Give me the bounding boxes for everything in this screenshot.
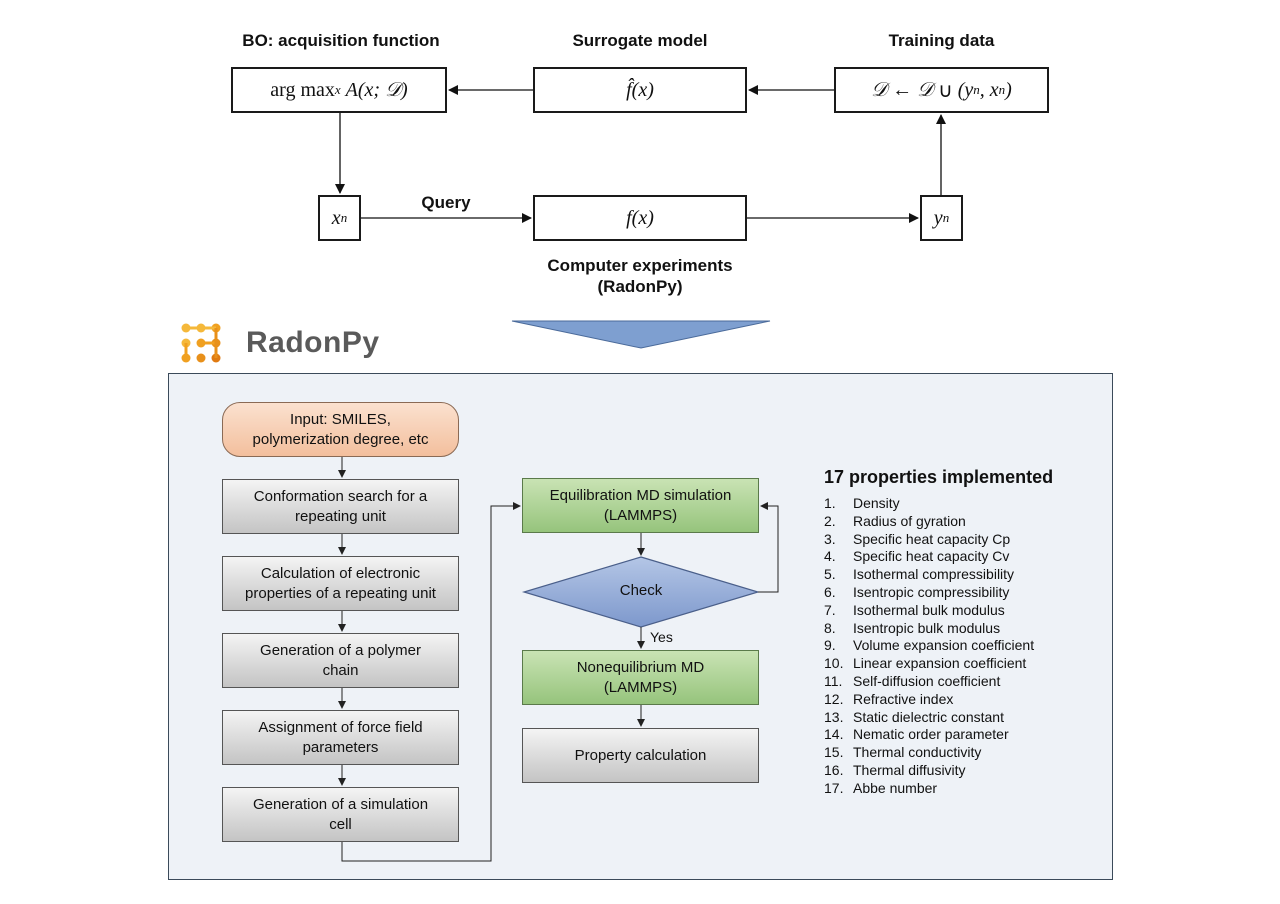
property-item: 10. Linear expansion coefficient — [824, 655, 1034, 673]
down-triangle — [511, 320, 771, 349]
yes-label: Yes — [650, 629, 673, 645]
property-number: 9. — [824, 637, 836, 654]
property-name: Thermal diffusivity — [853, 761, 966, 778]
property-number: 16. — [824, 761, 844, 778]
property-item: 11. Self-diffusion coefficient — [824, 673, 1034, 691]
surrogate-header: Surrogate model — [572, 31, 708, 50]
property-item: 3. Specific heat capacity Cp — [824, 531, 1034, 549]
property-number: 12. — [824, 690, 844, 707]
property-number: 3. — [824, 530, 836, 547]
property-item: 17. Abbe number — [824, 780, 1034, 798]
property-number: 10. — [824, 655, 844, 672]
property-item: 15. Thermal conductivity — [824, 744, 1034, 762]
property-item: 13. Static dielectric constant — [824, 709, 1034, 727]
property-item: 16. Thermal diffusivity — [824, 762, 1034, 780]
property-item: 1. Density — [824, 495, 1034, 513]
radonpy-logo-icon — [181, 323, 221, 363]
check-label: Check — [619, 582, 663, 599]
property-number: 7. — [824, 601, 836, 618]
property-number: 8. — [824, 619, 836, 636]
properties-title: 17 properties implemented — [824, 467, 1054, 487]
property-name: Isothermal bulk modulus — [853, 601, 1005, 618]
property-item: 9. Volume expansion coefficient — [824, 637, 1034, 655]
property-number: 4. — [824, 548, 836, 565]
property-name: Isentropic bulk modulus — [853, 619, 1001, 636]
computer-experiments-label: Computer experiments (RadonPy) — [547, 256, 733, 296]
property-name: Volume expansion coefficient — [853, 637, 1035, 654]
property-number: 2. — [824, 512, 836, 529]
surrogate-box: f̂(x) — [533, 67, 747, 113]
property-number: 17. — [824, 779, 844, 796]
training-header: Training data — [888, 31, 995, 50]
property-number: 11. — [824, 672, 843, 689]
property-name: Thermal conductivity — [853, 744, 982, 761]
property-item: 2. Radius of gyration — [824, 513, 1034, 531]
property-item: 7. Isothermal bulk modulus — [824, 602, 1034, 620]
connector-check-loop — [758, 502, 779, 593]
connector-cell-to-equilibration — [341, 502, 521, 862]
property-number: 15. — [824, 744, 844, 761]
property-name: Refractive index — [853, 690, 954, 707]
property-number: 1. — [824, 495, 836, 511]
property-name: Isothermal compressibility — [853, 566, 1015, 583]
acquisition-header: BO: acquisition function — [242, 31, 440, 50]
radonpy-logo-text: RadonPy — [246, 326, 380, 359]
properties-list: 1. Density 2. Radius of gyration 3. Specific … — [824, 495, 1034, 798]
input-box: Input: SMILES,polymerization degree, etc — [222, 402, 459, 457]
property-item: 4. Specific heat capacity Cv — [824, 548, 1034, 566]
property-name: Nematic order parameter — [853, 726, 1009, 743]
objective-box: f(x) — [533, 195, 747, 241]
property-item: 12. Refractive index — [824, 691, 1034, 709]
property-name: Specific heat capacity Cp — [853, 530, 1011, 547]
property-name: Specific heat capacity Cv — [853, 548, 1010, 565]
property-number: 14. — [824, 726, 844, 743]
property-name: Abbe number — [853, 779, 938, 796]
nonequilibrium-md-box: Nonequilibrium MD(LAMMPS) — [522, 650, 759, 705]
property-number: 5. — [824, 566, 836, 583]
property-name: Static dielectric constant — [853, 708, 1004, 725]
property-item: 6. Isentropic compressibility — [824, 584, 1034, 602]
property-calculation-box: Property calculation — [522, 728, 759, 783]
property-name: Density — [853, 495, 900, 511]
property-item: 8. Isentropic bulk modulus — [824, 620, 1034, 638]
property-name: Isentropic compressibility — [853, 583, 1010, 600]
property-item: 5. Isothermal compressibility — [824, 566, 1034, 584]
query-label: Query — [421, 193, 471, 212]
property-name: Linear expansion coefficient — [853, 655, 1027, 672]
property-number: 6. — [824, 583, 836, 600]
property-item: 14. Nematic order parameter — [824, 726, 1034, 744]
property-name: Radius of gyration — [853, 512, 966, 529]
property-number: 13. — [824, 708, 844, 725]
equilibration-md-box: Equilibration MD simulation(LAMMPS) — [522, 478, 759, 533]
property-name: Self-diffusion coefficient — [853, 672, 1001, 689]
